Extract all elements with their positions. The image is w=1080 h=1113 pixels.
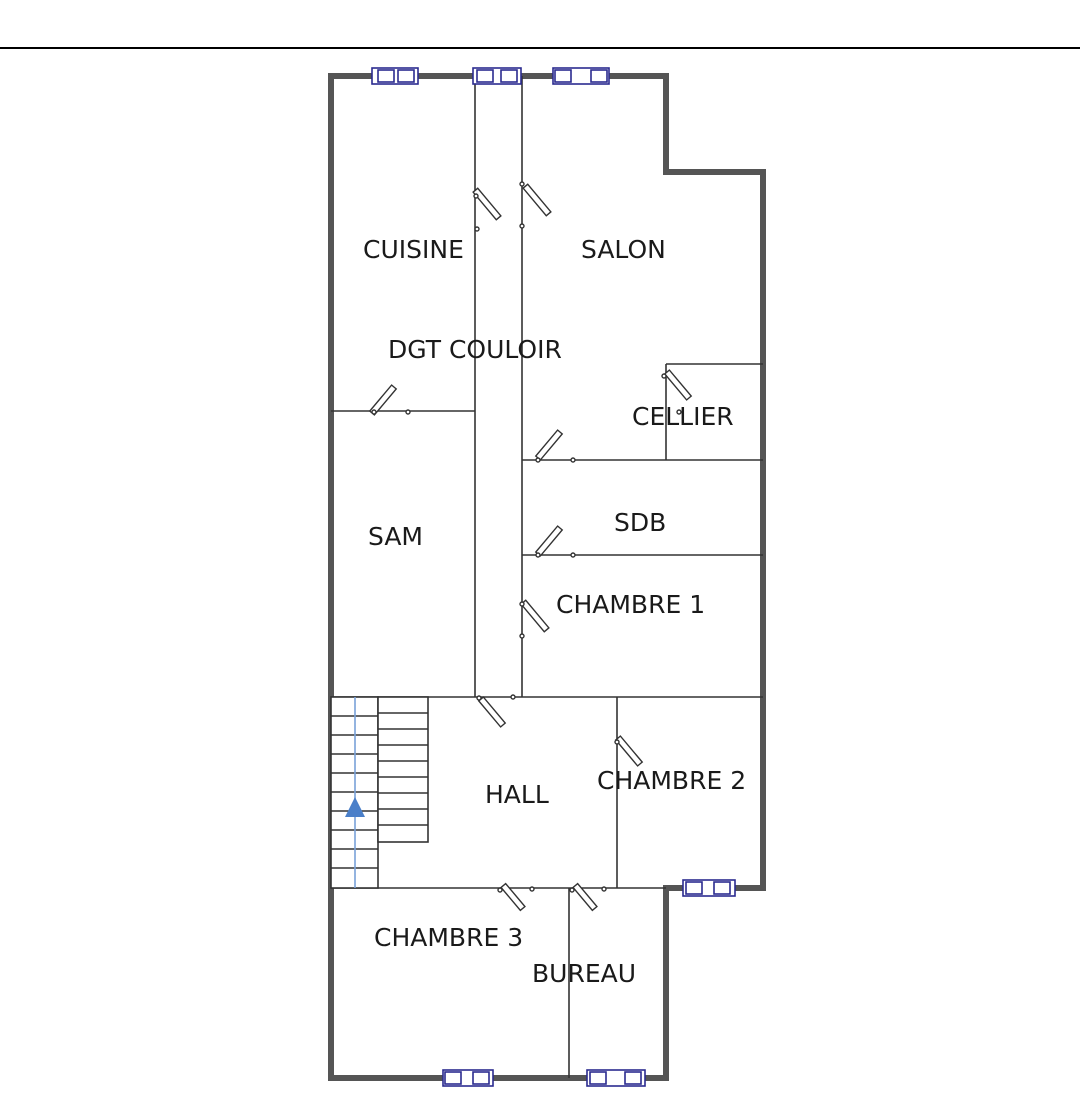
doors <box>368 181 693 912</box>
door-chambre1 <box>519 599 550 639</box>
partitions <box>331 76 763 1078</box>
room-label-cellier: CELLIER <box>632 402 734 431</box>
door-salon-corridor <box>534 429 576 463</box>
window-top-2 <box>472 67 522 85</box>
stair-arrow-icon <box>345 797 365 817</box>
door-sam <box>368 384 411 416</box>
windows <box>371 67 736 1087</box>
door-chambre2 <box>614 735 644 767</box>
door-cuisine <box>472 187 502 232</box>
door-chambre3 <box>497 882 535 912</box>
door-hall <box>476 694 516 728</box>
door-sdb <box>534 525 576 558</box>
room-label-chambre2: CHAMBRE 2 <box>597 766 746 795</box>
window-bottom-1 <box>442 1069 494 1087</box>
window-top-1 <box>371 67 419 85</box>
room-label-couloir: DGT COULOIR <box>388 335 562 364</box>
room-label-hall: HALL <box>485 780 549 809</box>
door-cellier <box>661 369 693 415</box>
room-label-sam: SAM <box>368 522 423 551</box>
window-bottom-2 <box>586 1069 646 1087</box>
room-label-cuisine: CUISINE <box>363 235 464 264</box>
staircase <box>330 696 429 889</box>
window-right <box>682 879 736 897</box>
door-bureau <box>569 882 607 912</box>
room-label-bureau: BUREAU <box>532 959 636 988</box>
room-label-chambre1: CHAMBRE 1 <box>556 590 705 619</box>
room-label-salon: SALON <box>581 235 666 264</box>
room-label-chambre3: CHAMBRE 3 <box>374 923 523 952</box>
room-label-sdb: SDB <box>614 508 666 537</box>
door-salon <box>519 181 552 229</box>
window-top-3 <box>552 67 610 85</box>
